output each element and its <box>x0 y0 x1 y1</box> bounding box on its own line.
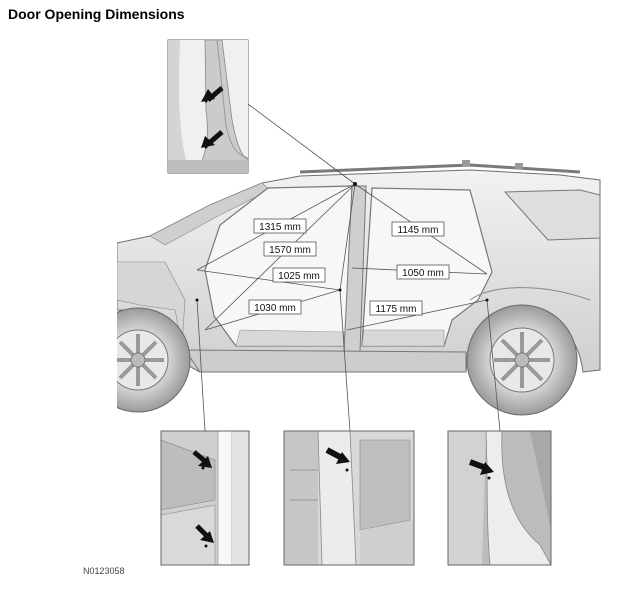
label-1570-text: 1570 mm <box>269 245 311 256</box>
detail-a-pillar-lower <box>160 430 250 566</box>
label-1570: 1570 mm <box>263 241 317 257</box>
rear-wheel <box>466 304 578 416</box>
label-1175: 1175 mm <box>369 300 423 316</box>
label-1145-text: 1145 mm <box>398 225 439 236</box>
arrow-icon <box>325 447 344 461</box>
label-1315-text: 1315 mm <box>259 222 301 233</box>
label-1315: 1315 mm <box>253 218 307 234</box>
label-1050: 1050 mm <box>396 264 450 280</box>
label-1030-text: 1030 mm <box>254 303 296 314</box>
label-1050-text: 1050 mm <box>402 268 444 279</box>
label-1175-text: 1175 mm <box>376 304 417 315</box>
label-1145: 1145 mm <box>391 221 445 237</box>
page-title: Door Opening Dimensions <box>8 6 185 22</box>
measurement-points <box>195 182 489 302</box>
label-1025-text: 1025 mm <box>278 271 320 282</box>
arrow-icon <box>201 130 224 148</box>
detail-c-pillar-lower <box>447 430 552 566</box>
arrow-icon <box>201 86 224 102</box>
label-1030: 1030 mm <box>248 299 302 315</box>
label-1025: 1025 mm <box>272 267 326 283</box>
measurement-labels: 1315 mm 1570 mm 1025 mm 1030 mm 1145 mm … <box>248 218 450 316</box>
figure-id: N0123058 <box>83 566 125 576</box>
detail-b-pillar-lower <box>283 430 415 566</box>
detail-b-pillar-top <box>167 39 249 174</box>
